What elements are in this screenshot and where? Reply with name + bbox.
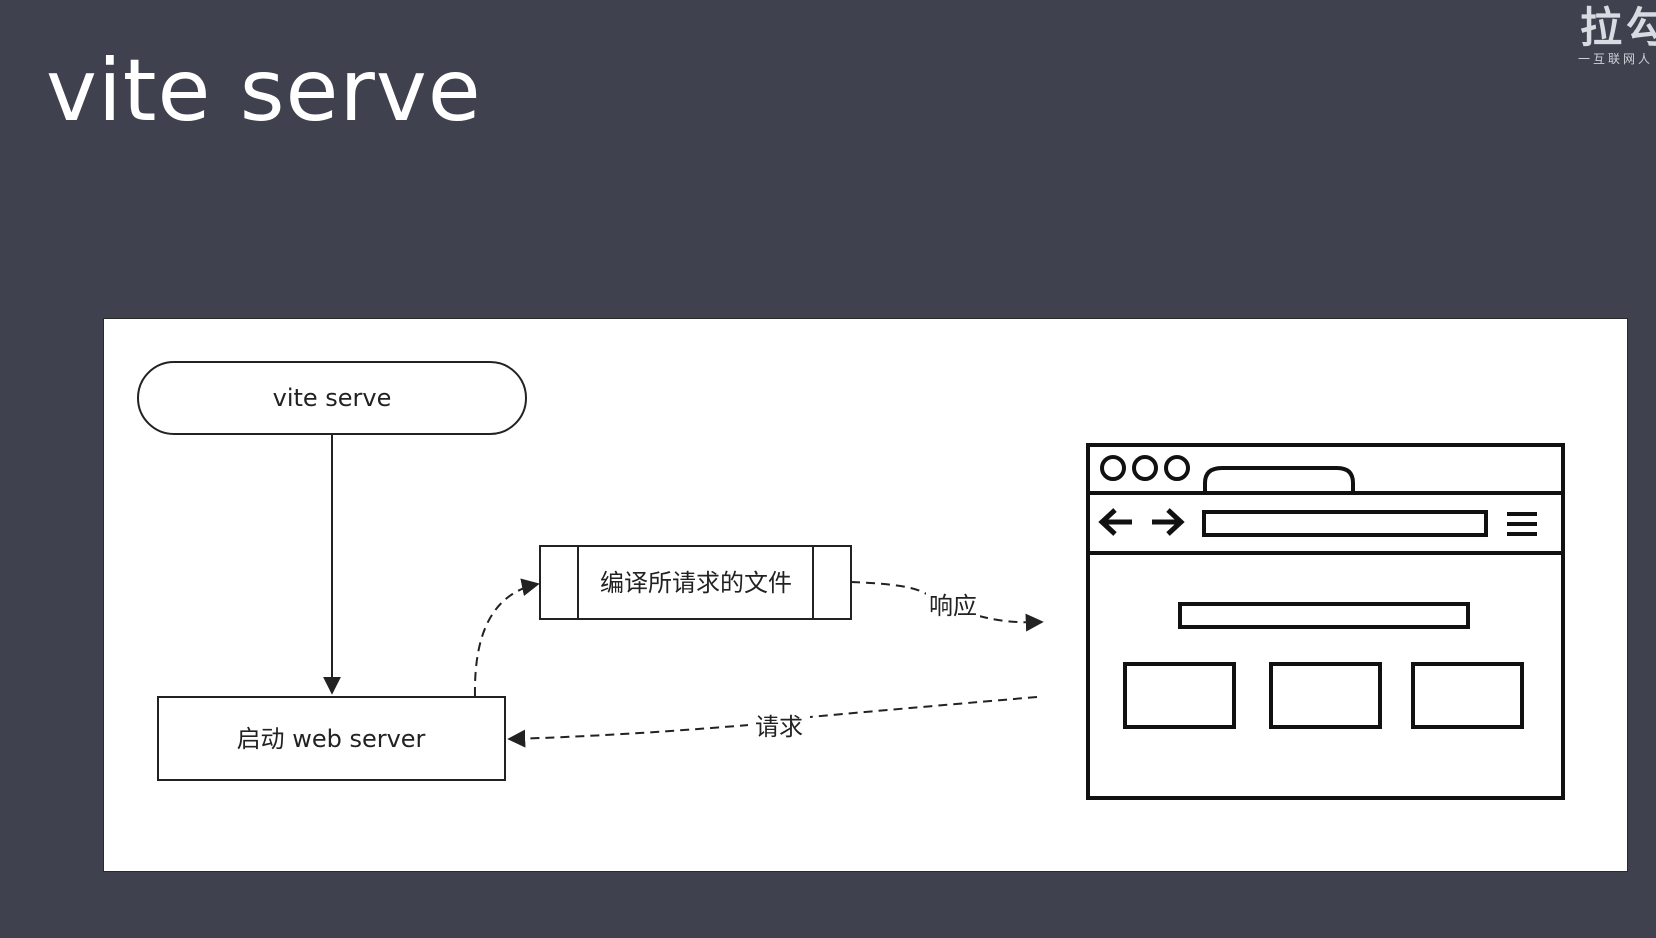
edge-server-to-compile <box>473 578 540 697</box>
brand-logo-text: 拉勾 <box>1580 3 1656 52</box>
address-bar-icon <box>1202 510 1488 537</box>
edge-response-label: 响应 <box>929 592 977 620</box>
forward-arrow-icon <box>1152 508 1185 536</box>
edge-request-label: 请求 <box>755 713 803 741</box>
browser-dot-icon <box>1100 455 1126 481</box>
node-vite-serve-label: vite serve <box>273 384 392 412</box>
edge-response-part1 <box>850 581 929 596</box>
content-block-icon <box>1411 662 1524 729</box>
flow-diagram: vite serve 启动 web server 编译所请求的文件 响应 请求 <box>137 361 1565 800</box>
hamburger-menu-icon <box>1507 512 1537 536</box>
node-web-server: 启动 web server <box>157 696 506 781</box>
content-block-icon <box>1269 662 1382 729</box>
node-web-server-label: 启动 web server <box>237 725 426 753</box>
diagram-panel: vite serve 启动 web server 编译所请求的文件 响应 请求 <box>103 318 1628 872</box>
browser-dot-icon <box>1132 455 1158 481</box>
content-block-icon <box>1123 662 1236 729</box>
edge-request-part1 <box>809 696 1038 718</box>
browser-tab-icon <box>1203 466 1355 491</box>
slide-title: vite serve <box>46 41 482 141</box>
edge-request-part2 <box>507 724 750 748</box>
node-compile-files: 编译所请求的文件 <box>539 545 852 620</box>
browser-dot-icon <box>1164 455 1190 481</box>
back-arrow-icon <box>1098 508 1132 536</box>
brand-logo: 拉勾 一互联网人 <box>1566 0 1656 70</box>
content-bar-icon <box>1178 602 1470 629</box>
browser-window-icon <box>1086 443 1565 800</box>
node-compile-files-label: 编译所请求的文件 <box>600 569 792 597</box>
brand-logo-subtitle: 一互联网人 <box>1578 52 1654 66</box>
edge-response-part2 <box>978 613 1044 632</box>
node-vite-serve: vite serve <box>137 361 527 435</box>
